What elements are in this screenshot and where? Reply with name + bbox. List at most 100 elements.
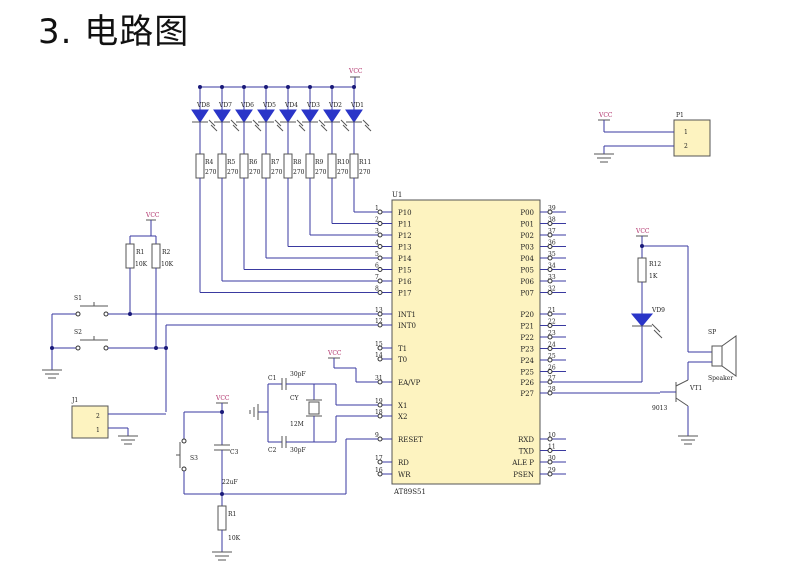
- pin-number: 1: [375, 205, 379, 212]
- resistor-value: 270: [227, 169, 239, 176]
- pin-number: 13: [375, 307, 383, 314]
- resistor-r11: [349, 153, 359, 179]
- resistor-r5: [217, 153, 227, 179]
- p1-ref: P1: [676, 112, 684, 119]
- ea-vcc: VCC: [327, 350, 378, 383]
- vcc-label-speaker: VCC: [635, 228, 650, 235]
- connector-j1: J1 2 1: [71, 397, 166, 445]
- crystal-freq: 12M: [290, 421, 304, 428]
- led-label: VD2: [328, 102, 342, 109]
- resistor-r9: [305, 153, 315, 179]
- chip-part: AT89S51: [393, 488, 426, 496]
- reset-circuit: VCC S3 C3 22uF R1 10K: [176, 395, 378, 561]
- pin-number: 18: [375, 409, 383, 416]
- crystal-oscillator: C1 30pF C2 30pF CY 12M: [249, 371, 378, 454]
- vcc-label-ea: VCC: [327, 350, 342, 357]
- pin-name: INT1: [398, 311, 416, 319]
- resistor-label: R8: [293, 159, 302, 166]
- switch-s2-label: S2: [74, 329, 82, 336]
- pin-name: P01: [520, 221, 534, 229]
- reset-res-value: 10K: [228, 535, 241, 542]
- pin-name: P04: [520, 255, 534, 263]
- pin-number: 5: [375, 251, 379, 258]
- crystal-c1-value: 30pF: [290, 371, 306, 378]
- resistor-label: R9: [315, 159, 324, 166]
- pin-number: 22: [548, 319, 556, 326]
- speaker-label: Speaker: [708, 375, 733, 382]
- resistor-label: R5: [227, 159, 236, 166]
- pullup-resistors: VCC R1 10K R2 10K: [125, 212, 174, 348]
- reset-cap-name: C3: [230, 449, 239, 456]
- resistor-value: 270: [249, 169, 261, 176]
- resistor-r8: [283, 153, 293, 179]
- transistor-part: 9013: [652, 405, 667, 412]
- crystal-c2-name: C2: [268, 447, 277, 454]
- pin-number: 31: [375, 375, 383, 382]
- pin-number: 2: [375, 217, 379, 224]
- pin-number: 19: [375, 398, 383, 405]
- pin-name: ALE P: [511, 459, 534, 467]
- led-label: VD5: [262, 102, 276, 109]
- crystal-c1-name: C1: [268, 375, 276, 382]
- pin-number: 39: [548, 205, 556, 212]
- speaker-res-name: R12: [649, 261, 661, 268]
- vcc-label-pullup: VCC: [145, 212, 160, 219]
- pin-name: P23: [520, 346, 534, 354]
- led-label: VD3: [306, 102, 320, 109]
- pin-name: P21: [520, 323, 534, 331]
- vcc-label-top: VCC: [348, 68, 363, 75]
- pin-number: 25: [548, 353, 556, 360]
- led-label: VD4: [284, 102, 298, 109]
- pin-number: 38: [548, 217, 556, 224]
- pin-name: P02: [520, 232, 534, 240]
- resistor-r10: [327, 153, 337, 179]
- pin-number: 28: [548, 386, 556, 393]
- pin-name: T1: [398, 345, 407, 353]
- resistor-value: 270: [271, 169, 283, 176]
- pin-name: P24: [520, 357, 534, 365]
- pin-number: 26: [548, 365, 556, 372]
- j1-pin-2: 2: [96, 413, 100, 420]
- pin-number: 37: [548, 228, 556, 235]
- switch-s1-label: S1: [74, 295, 82, 302]
- pin-name: P27: [520, 390, 534, 398]
- j1-pin-1: 1: [96, 427, 100, 434]
- pin-name: RESET: [398, 436, 423, 444]
- speaker-ref: SP: [708, 329, 716, 336]
- resistor-label: R7: [271, 159, 280, 166]
- pin-name: P15: [398, 267, 412, 275]
- led-label: VD8: [196, 102, 210, 109]
- led-label: VD1: [350, 102, 364, 109]
- pin-number: 14: [375, 352, 383, 359]
- pin-number: 12: [375, 318, 383, 325]
- pin-name: X2: [398, 413, 407, 421]
- pin-number: 35: [548, 251, 556, 258]
- resistor-value: 270: [293, 169, 305, 176]
- pin-number: 27: [548, 375, 556, 382]
- pin-number: 7: [375, 274, 379, 281]
- pin-name: P20: [520, 311, 534, 319]
- vcc-label-reset: VCC: [215, 395, 230, 402]
- pin-number: 23: [548, 330, 556, 337]
- transistor-ref: VT1: [689, 385, 702, 392]
- pin-name: P06: [520, 278, 534, 286]
- pin-number: 29: [548, 467, 556, 474]
